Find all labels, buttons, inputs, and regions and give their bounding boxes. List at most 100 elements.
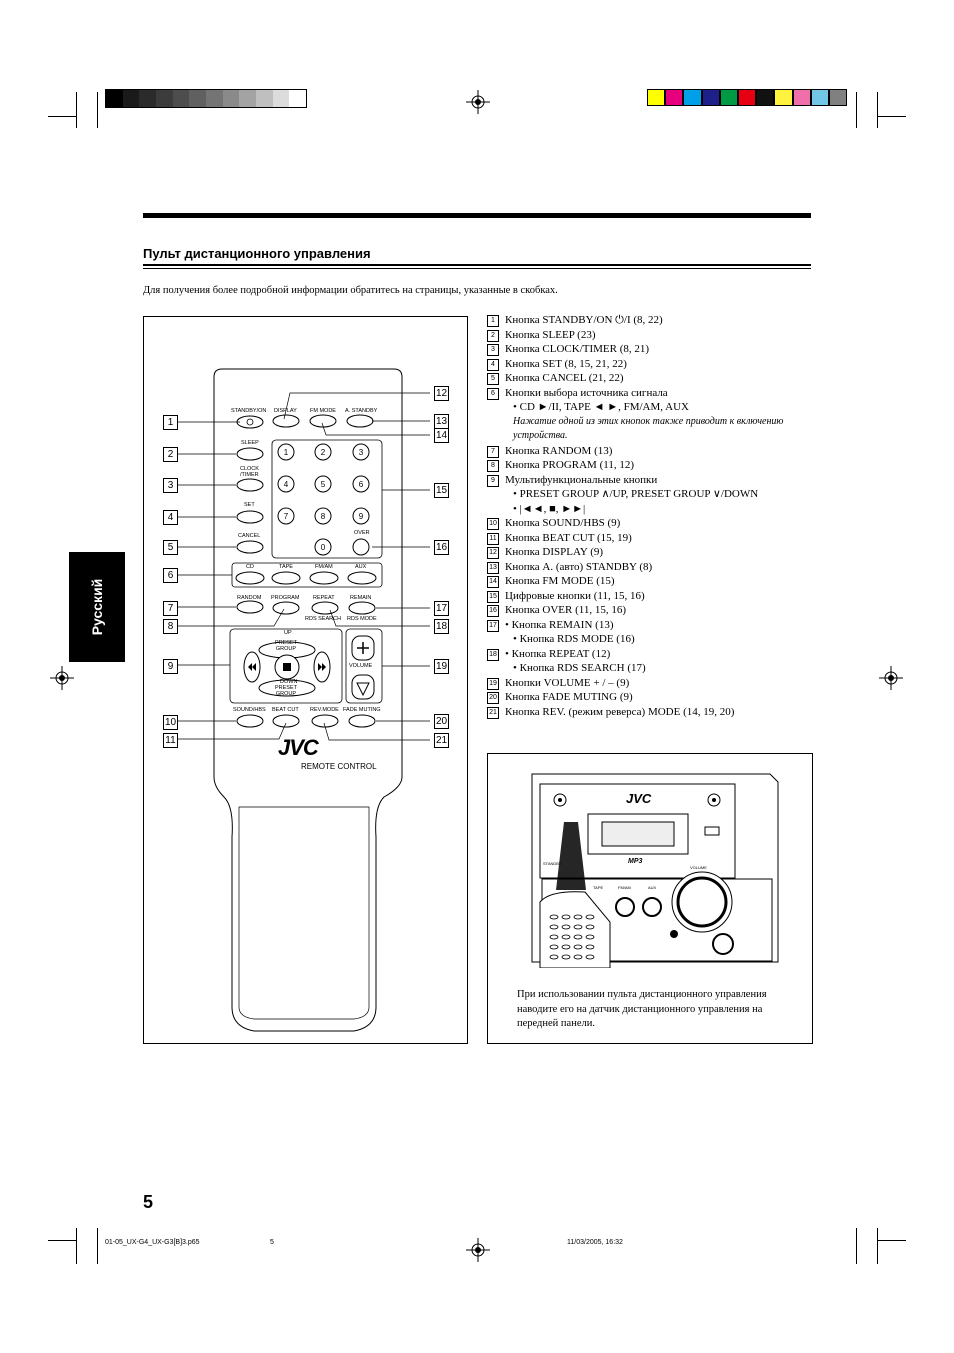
callout-12: 12	[434, 386, 449, 401]
random-button	[236, 600, 264, 614]
label-fade-muting: FADE MUTING	[343, 707, 381, 713]
color-calibration-bar	[647, 89, 848, 106]
label-timer: /TIMER	[240, 472, 259, 478]
digit-6-button	[352, 475, 370, 493]
label-volume: VOLUME	[349, 663, 373, 669]
plus-icon	[357, 642, 369, 654]
label-clock: CLOCK	[240, 466, 259, 472]
color-swatch	[647, 89, 666, 106]
item-text: Кнопка CANCEL (21, 22)	[505, 372, 624, 384]
repeat-button	[311, 601, 339, 615]
item-number: 7	[487, 445, 499, 458]
list-item: 18• Кнопка REPEAT (12)	[487, 647, 807, 662]
list-item: 5 Кнопка CANCEL (21, 22)	[487, 371, 807, 386]
sound-hbs-button	[236, 714, 264, 728]
item-text: Кнопки выбора источника сигнала	[505, 386, 668, 399]
cd-button	[235, 571, 265, 585]
list-item: 21 Кнопка REV. (режим реверса) MODE (14, …	[487, 705, 807, 720]
callout-1: 1	[163, 415, 178, 430]
label-remote-control: REMOTE CONTROL	[301, 762, 377, 771]
device-mp3-logo: MP3	[628, 858, 643, 865]
color-swatch	[665, 89, 684, 106]
device-label-fmam: FM/AM	[618, 885, 631, 890]
gray-swatch	[239, 90, 257, 107]
label-sound-hbs: SOUND/HBS	[233, 707, 266, 713]
label-cancel: CANCEL	[238, 533, 261, 539]
digit-3-button	[352, 443, 370, 461]
callout-9: 9	[163, 659, 178, 674]
list-item: • Кнопка RDS SEARCH (17)	[487, 661, 807, 676]
intro-text: Для получения более подробной информации…	[143, 285, 558, 296]
page-number: 5	[143, 1192, 154, 1212]
color-swatch	[701, 89, 720, 106]
label-up: UP	[284, 630, 292, 636]
callout-15: 15	[434, 483, 449, 498]
item-text: • PRESET GROUP ∧/UP, PRESET GROUP ∨/DOWN	[513, 488, 759, 500]
digit-2-label: 2	[321, 448, 326, 457]
device-figure-box	[487, 753, 813, 1044]
label-set: SET	[244, 502, 255, 508]
callout-16: 16	[434, 540, 449, 555]
item-text: Кнопка SET (8, 15, 21, 22)	[505, 357, 627, 370]
item-text: Кнопка OVER (11, 15, 16)	[505, 604, 627, 616]
list-item: 17• Кнопка REMAIN (13)	[487, 618, 807, 633]
display-button	[272, 414, 300, 428]
callout-4: 4	[163, 510, 178, 525]
item-number: 21	[487, 706, 499, 719]
gray-swatch	[139, 90, 157, 107]
item-number: 5	[487, 373, 499, 385]
item-text: Кнопка SLEEP (23)	[505, 328, 596, 341]
color-swatch	[756, 89, 775, 106]
label-down: DOWN	[280, 679, 298, 685]
callout-6: 6	[163, 568, 178, 583]
label-rds-mode: RDS MODE	[347, 616, 377, 622]
label-cd: CD	[246, 564, 254, 570]
list-item: • CD ►/II, TAPE ◄ ►, FM/AM, AUX	[487, 400, 807, 415]
program-button	[272, 601, 300, 615]
a-standby-button	[346, 414, 374, 428]
item-number: 9	[487, 474, 499, 487]
cancel-button	[236, 540, 264, 554]
item-text: • Кнопка RDS SEARCH (17)	[513, 662, 646, 674]
registration-mark-right	[879, 666, 903, 690]
item-text: Цифровые кнопки (11, 15, 16)	[505, 589, 645, 602]
label-preset-group-down: PRESET GROUP	[274, 685, 297, 697]
callout-3: 3	[163, 478, 178, 493]
label-tape: TAPE	[279, 564, 293, 570]
color-swatch	[719, 89, 738, 106]
remain-button	[348, 601, 376, 615]
gray-swatch	[106, 90, 123, 107]
item-text: • |◄◄, ■, ►►|	[513, 502, 586, 515]
callout-21: 21	[434, 733, 449, 748]
item-number: 6	[487, 387, 499, 400]
item-text: Кнопка FADE MUTING (9)	[505, 691, 633, 703]
prev-icon	[248, 663, 256, 671]
item-text: Кнопка FM MODE (15)	[505, 575, 615, 587]
item-number: 16	[487, 605, 499, 617]
beat-cut-button	[272, 714, 300, 728]
callout-5: 5	[163, 540, 178, 555]
callout-11: 11	[163, 733, 178, 748]
item-number: 3	[487, 344, 499, 356]
digit-5-label: 5	[321, 480, 326, 489]
list-item: 6 Кнопки выбора источника сигнала	[487, 386, 807, 401]
set-button	[236, 510, 264, 524]
gray-calibration-bar	[105, 89, 307, 108]
label-over: OVER	[354, 530, 370, 536]
digit-6-label: 6	[359, 480, 364, 489]
item-number: 8	[487, 460, 499, 472]
item-text: Кнопка REV. (режим реверса) MODE (14, 19…	[505, 705, 735, 718]
over-button	[352, 538, 370, 556]
leader-lines	[178, 392, 430, 741]
registration-mark-left	[50, 666, 74, 690]
device-label-tape: TAPE	[593, 885, 604, 890]
registration-mark-bottom	[466, 1238, 490, 1262]
label-random: RANDOM	[237, 595, 262, 601]
color-swatch	[828, 89, 848, 106]
item-number: 18	[487, 648, 499, 661]
item-text: • CD ►/II, TAPE ◄ ►, FM/AM, AUX	[513, 401, 689, 413]
volume-down-button	[351, 674, 375, 700]
power-icon	[246, 418, 254, 426]
